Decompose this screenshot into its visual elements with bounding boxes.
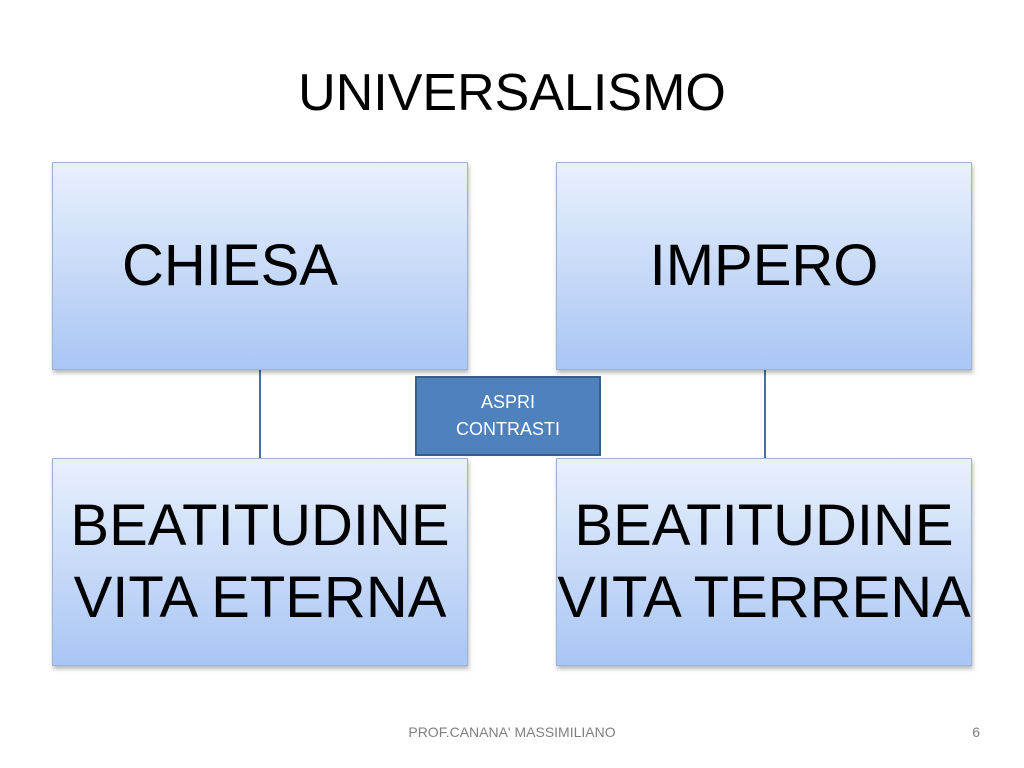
- vita-terrena-box: BEATITUDINE VITA TERRENA: [556, 458, 972, 666]
- chiesa-label: CHIESA: [122, 232, 338, 298]
- footer-page-number: 6: [972, 724, 980, 740]
- footer-author: PROF.CANANA' MASSIMILIANO: [408, 724, 616, 740]
- vita-terrena-label: BEATITUDINE VITA TERRENA: [557, 492, 971, 631]
- aspri-contrasti-box: ASPRI CONTRASTI: [415, 376, 601, 456]
- left-connector-line: [259, 370, 261, 458]
- chiesa-box: CHIESA: [52, 162, 468, 370]
- slide-title: UNIVERSALISMO: [298, 64, 726, 122]
- aspri-contrasti-label: ASPRI CONTRASTI: [455, 392, 560, 439]
- right-connector-line: [764, 370, 766, 458]
- vita-eterna-label: BEATITUDINE VITA ETERNA: [70, 492, 450, 631]
- vita-eterna-box: BEATITUDINE VITA ETERNA: [52, 458, 468, 666]
- impero-label: IMPERO: [649, 232, 879, 298]
- impero-box: IMPERO: [556, 162, 972, 370]
